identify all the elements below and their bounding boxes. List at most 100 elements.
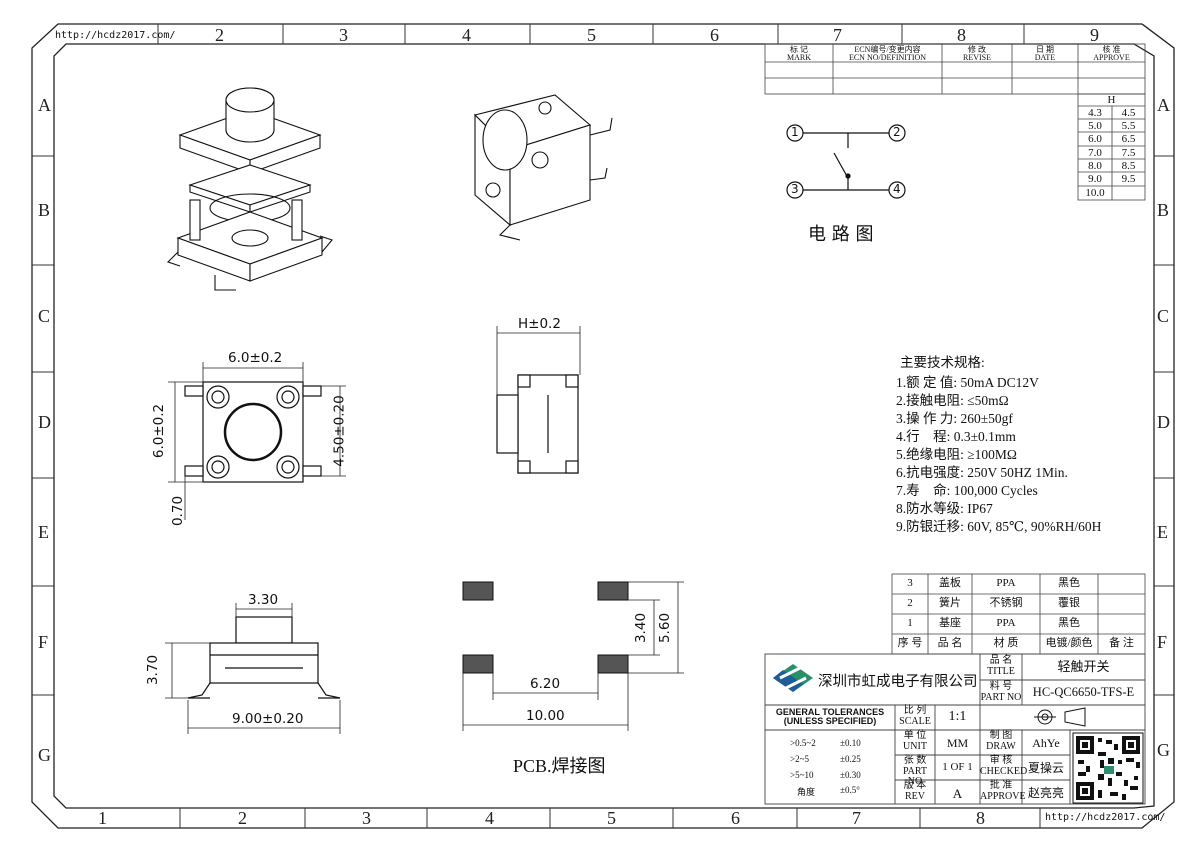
zone-bottom-3: 3 bbox=[362, 808, 371, 828]
circuit-diagram-label: 电 路 图 bbox=[808, 224, 874, 245]
tolerance-range: >0.5~2 bbox=[790, 738, 816, 748]
tolerance-value: ±0.10 bbox=[840, 738, 861, 748]
zone-left-G: G bbox=[38, 745, 51, 765]
bom-cell: PPA bbox=[996, 617, 1016, 629]
h-table-cell: 5.0 bbox=[1088, 120, 1102, 132]
dim-900: 9.00±0.20 bbox=[232, 711, 304, 727]
spec-item: 4.行 程: 0.3±0.1mm bbox=[896, 429, 1016, 444]
unit-value: MM bbox=[946, 736, 969, 750]
bom-header-cell: 电镀/颜色 bbox=[1045, 637, 1093, 649]
zone-right-G: G bbox=[1157, 740, 1170, 760]
zone-top-3: 3 bbox=[339, 25, 348, 45]
dim-340: 3.40 bbox=[633, 612, 650, 644]
zone-left-A: A bbox=[38, 95, 51, 115]
zone-bottom-1: 1 bbox=[98, 808, 107, 828]
title-value: 轻触开关 bbox=[1057, 659, 1110, 674]
zone-top-8: 8 bbox=[957, 25, 966, 45]
zone-top-5: 5 bbox=[587, 25, 596, 45]
zone-right-D: D bbox=[1157, 412, 1170, 432]
zone-bottom-5: 5 bbox=[607, 808, 616, 828]
zone-right-E: E bbox=[1157, 522, 1168, 542]
h-table-cell: 6.5 bbox=[1121, 133, 1136, 145]
h-table-cell: 8.0 bbox=[1088, 160, 1102, 172]
circuit-pin-3: 3 bbox=[791, 182, 799, 196]
dim-width-6: 6.0±0.2 bbox=[228, 350, 283, 366]
tolerance-range: >2~5 bbox=[790, 754, 809, 764]
dim-560: 5.60 bbox=[657, 612, 674, 644]
page-value: 1 OF 1 bbox=[942, 761, 973, 773]
dim-1000: 10.00 bbox=[526, 708, 565, 724]
part-no-value: HC-QC6650-TFS-E bbox=[1032, 685, 1135, 699]
h-table-cell: 7.0 bbox=[1088, 147, 1102, 159]
bom-cell: 黑色 bbox=[1058, 617, 1080, 629]
spec-item: 6.抗电强度: 250V 50HZ 1Min. bbox=[896, 465, 1068, 480]
bom-header-cell: 序 号 bbox=[897, 637, 923, 649]
bom-cell: 覆银 bbox=[1058, 597, 1080, 609]
dim-070: 0.70 bbox=[170, 495, 187, 527]
tolerance-title: GENERAL TOLERANCES(UNLESS SPECIFIED) bbox=[775, 707, 885, 727]
zone-left-C: C bbox=[38, 306, 51, 326]
tolerance-value: ±0.30 bbox=[840, 770, 861, 780]
qr-code-icon bbox=[1072, 732, 1144, 804]
spec-item: 1.额 定 值: 50mA DC12V bbox=[896, 375, 1039, 390]
spec-item: 2.接触电阻: ≤50mΩ bbox=[896, 393, 1009, 408]
pcb-label: PCB.焊接图 bbox=[513, 756, 606, 776]
bom-cell: 盖板 bbox=[939, 577, 961, 589]
zone-bottom-4: 4 bbox=[485, 808, 494, 828]
zone-top-7: 7 bbox=[833, 25, 842, 45]
zone-bottom-7: 7 bbox=[852, 808, 861, 828]
tolerance-range: 角度 bbox=[797, 787, 816, 797]
spec-item: 3.操 作 力: 260±50gf bbox=[896, 411, 1013, 426]
dim-h: H±0.2 bbox=[518, 316, 561, 332]
url-label-bottom[interactable]: http://hcdz2017.com/ bbox=[1045, 812, 1166, 823]
dim-height-6: 6.0±0.2 bbox=[151, 403, 168, 459]
specs-title: 主要技术规格: bbox=[900, 355, 985, 370]
zone-right-B: B bbox=[1157, 200, 1170, 220]
zone-bottom-8: 8 bbox=[976, 808, 985, 828]
zone-top-9: 9 bbox=[1090, 25, 1099, 45]
bom-cell: 2 bbox=[907, 597, 913, 609]
tolerance-value: ±0.25 bbox=[840, 754, 861, 764]
h-table-cell: 9.5 bbox=[1121, 173, 1136, 185]
zone-bottom-2: 2 bbox=[238, 808, 247, 828]
bom-cell: 不锈钢 bbox=[989, 597, 1023, 609]
spec-item: 7.寿 命: 100,000 Cycles bbox=[896, 483, 1038, 498]
h-table-header: H bbox=[1107, 94, 1116, 106]
company-logo-icon bbox=[773, 664, 813, 692]
bom-header-cell: 材 质 bbox=[993, 637, 1019, 649]
zone-right-A: A bbox=[1157, 95, 1170, 115]
dim-height-450: 4.50±0.20 bbox=[331, 395, 348, 467]
spec-item: 9.防银迁移: 60V, 85℃, 90%RH/60H bbox=[896, 519, 1102, 534]
h-table-cell: 10.0 bbox=[1085, 187, 1105, 199]
zone-left-E: E bbox=[38, 522, 49, 542]
zone-left-D: D bbox=[38, 412, 51, 432]
scale-value: 1:1 bbox=[948, 709, 967, 724]
url-label-top[interactable]: http://hcdz2017.com/ bbox=[55, 30, 176, 41]
zone-right-C: C bbox=[1157, 306, 1170, 326]
h-table-cell: 6.0 bbox=[1088, 133, 1102, 145]
zone-top-2: 2 bbox=[215, 25, 224, 45]
tolerance-value: ±0.5° bbox=[840, 785, 860, 795]
h-table-cell: 4.5 bbox=[1121, 107, 1136, 119]
bom-cell: 基座 bbox=[939, 617, 961, 629]
spec-item: 8.防水等级: IP67 bbox=[896, 501, 993, 516]
zone-top-4: 4 bbox=[462, 25, 471, 45]
dim-620: 6.20 bbox=[530, 676, 561, 692]
approve-value: 赵亮亮 bbox=[1027, 786, 1064, 800]
spec-item: 5.绝缘电阻: ≥100MΩ bbox=[896, 447, 1017, 462]
bom-header-cell: 品 名 bbox=[937, 637, 963, 649]
h-table-cell: 4.3 bbox=[1088, 107, 1102, 119]
zone-right-F: F bbox=[1157, 632, 1168, 652]
bom-cell: 簧片 bbox=[939, 597, 961, 609]
